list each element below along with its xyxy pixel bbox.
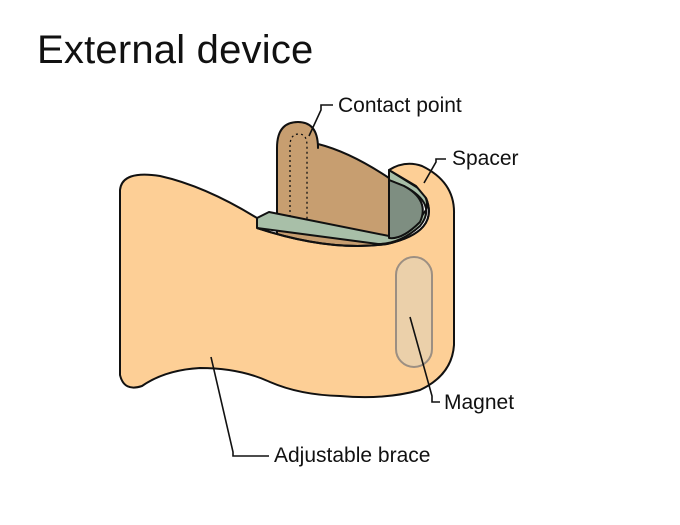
contact-point-label: Contact point bbox=[338, 94, 462, 117]
adjustable-brace-label: Adjustable brace bbox=[274, 444, 431, 467]
contact-point-leader bbox=[308, 104, 333, 137]
spacer-leader bbox=[423, 158, 446, 184]
spacer-label: Spacer bbox=[452, 147, 519, 170]
magnet-shape bbox=[395, 256, 433, 368]
adjustable-brace-leader bbox=[210, 356, 269, 457]
adjustable-brace-body bbox=[119, 162, 456, 399]
diagram-title: External device bbox=[37, 28, 314, 72]
magnet-label: Magnet bbox=[444, 391, 515, 414]
spacer-layer bbox=[256, 169, 428, 245]
magnet-leader bbox=[409, 316, 440, 403]
contact-point-pad bbox=[276, 121, 390, 251]
